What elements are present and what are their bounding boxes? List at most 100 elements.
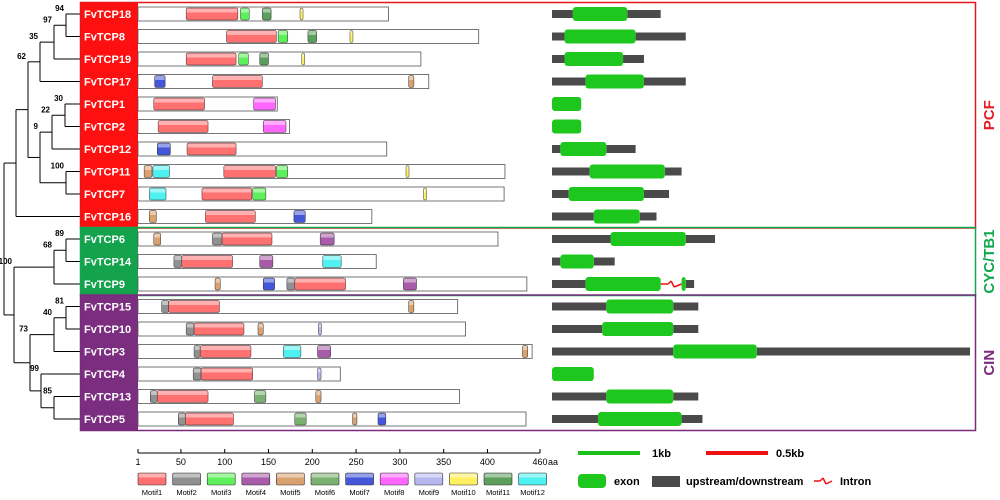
motif-box (181, 255, 233, 268)
bootstrap-value: 85 (43, 387, 52, 396)
gene-name: FvTCP5 (84, 414, 125, 426)
downstream-region (643, 190, 670, 198)
bootstrap-value: 89 (55, 229, 64, 238)
motif-box (153, 97, 205, 111)
gene-name: FvTCP8 (84, 32, 125, 44)
exon-block (564, 52, 624, 66)
motif-gloss (276, 166, 288, 170)
motif-gloss (212, 76, 262, 80)
intron-line (670, 280, 675, 288)
motif-legend-swatch (414, 472, 444, 486)
bootstrap-value: 73 (19, 325, 28, 334)
motif-legend-swatch (449, 472, 478, 486)
motif-legend-swatch (483, 472, 513, 486)
motif-gloss (158, 121, 208, 125)
gene-name: FvTCP11 (84, 167, 130, 179)
motif-legend-label: Motif9 (419, 488, 439, 497)
upstream-region (552, 415, 598, 423)
motif-box (301, 52, 306, 66)
motif-gloss (154, 233, 161, 238)
motif-gloss (186, 323, 194, 328)
motif-box (168, 300, 220, 313)
bootstrap-value: 94 (55, 4, 64, 13)
motif-box (254, 390, 267, 403)
bootstrap-value: 68 (43, 240, 52, 249)
motif-box (349, 30, 354, 43)
gene-structure (552, 7, 970, 426)
protein-bar (137, 141, 388, 157)
group-label-band (80, 227, 138, 296)
motif-box (157, 120, 209, 133)
exon-block (564, 29, 636, 44)
motif-legend-label: Motif2 (176, 488, 196, 497)
updown-legend-label: upstream/downstream (686, 476, 804, 488)
motif-box (377, 412, 387, 426)
motif-box (152, 165, 170, 178)
motif-gloss (201, 368, 253, 373)
protein-bar (137, 411, 527, 427)
motif-gloss (262, 8, 271, 13)
downstream-region (664, 167, 682, 176)
intron-line (673, 283, 682, 288)
motif-legend-gloss (346, 473, 374, 478)
motif-box (352, 412, 358, 426)
motif-legend-label: Motif3 (211, 488, 231, 497)
motif-box (226, 30, 277, 43)
bootstrap-value: 100 (0, 257, 13, 266)
motif-box (185, 7, 239, 21)
exon-block (572, 7, 628, 21)
motif-box (253, 97, 276, 111)
motif-legend-gloss (311, 473, 339, 478)
motif-gloss (295, 413, 306, 418)
upstream-region (552, 257, 561, 266)
downstream-region (606, 145, 636, 153)
motif-gloss (258, 323, 263, 328)
gene-name: FvTCP9 (84, 279, 125, 291)
motif-gloss (202, 188, 252, 193)
motif-box (317, 367, 322, 381)
motif-box (240, 7, 250, 21)
gene-name: FvTCP19 (84, 54, 131, 66)
motif-gloss (155, 76, 165, 80)
motif-legend-gloss (519, 473, 547, 478)
protein-bar (137, 164, 506, 179)
group-label-band (80, 2, 138, 229)
motif-gloss (254, 98, 276, 103)
motif-legend-swatch (310, 472, 340, 486)
motif-box (259, 52, 269, 66)
downstream-region (681, 415, 703, 423)
motif-gloss (318, 323, 321, 328)
exon-block (610, 232, 686, 246)
protein-bar (137, 186, 505, 202)
phylogenetic-tree (3, 13, 80, 420)
downstream-region (635, 32, 686, 41)
downstream-region (593, 257, 615, 266)
motif-box (154, 75, 166, 88)
motif-gloss (194, 323, 244, 328)
motif-legend-gloss (138, 473, 166, 478)
motif-gloss (187, 143, 236, 148)
motif-gloss (320, 233, 334, 238)
group-label: PCF (981, 100, 998, 130)
motif-box (143, 165, 153, 178)
motif-gloss (287, 278, 295, 283)
motif-gloss (263, 121, 286, 125)
motif-legend-gloss (173, 473, 201, 478)
motif-gloss (178, 413, 185, 418)
upstream-region (552, 212, 594, 221)
motif-legend-swatch (206, 472, 236, 486)
motif-gloss (378, 413, 386, 418)
motif-legend-gloss (242, 473, 270, 478)
motif-gloss (240, 8, 249, 13)
motif-gloss (300, 8, 303, 13)
motif-box (318, 322, 322, 336)
motif-box (315, 390, 322, 403)
axis-tick-label: 50 (176, 457, 186, 467)
bootstrap-value: 99 (30, 364, 39, 373)
motif-gloss (194, 346, 200, 350)
motif-gloss (409, 76, 414, 80)
downstream-region (673, 302, 699, 311)
